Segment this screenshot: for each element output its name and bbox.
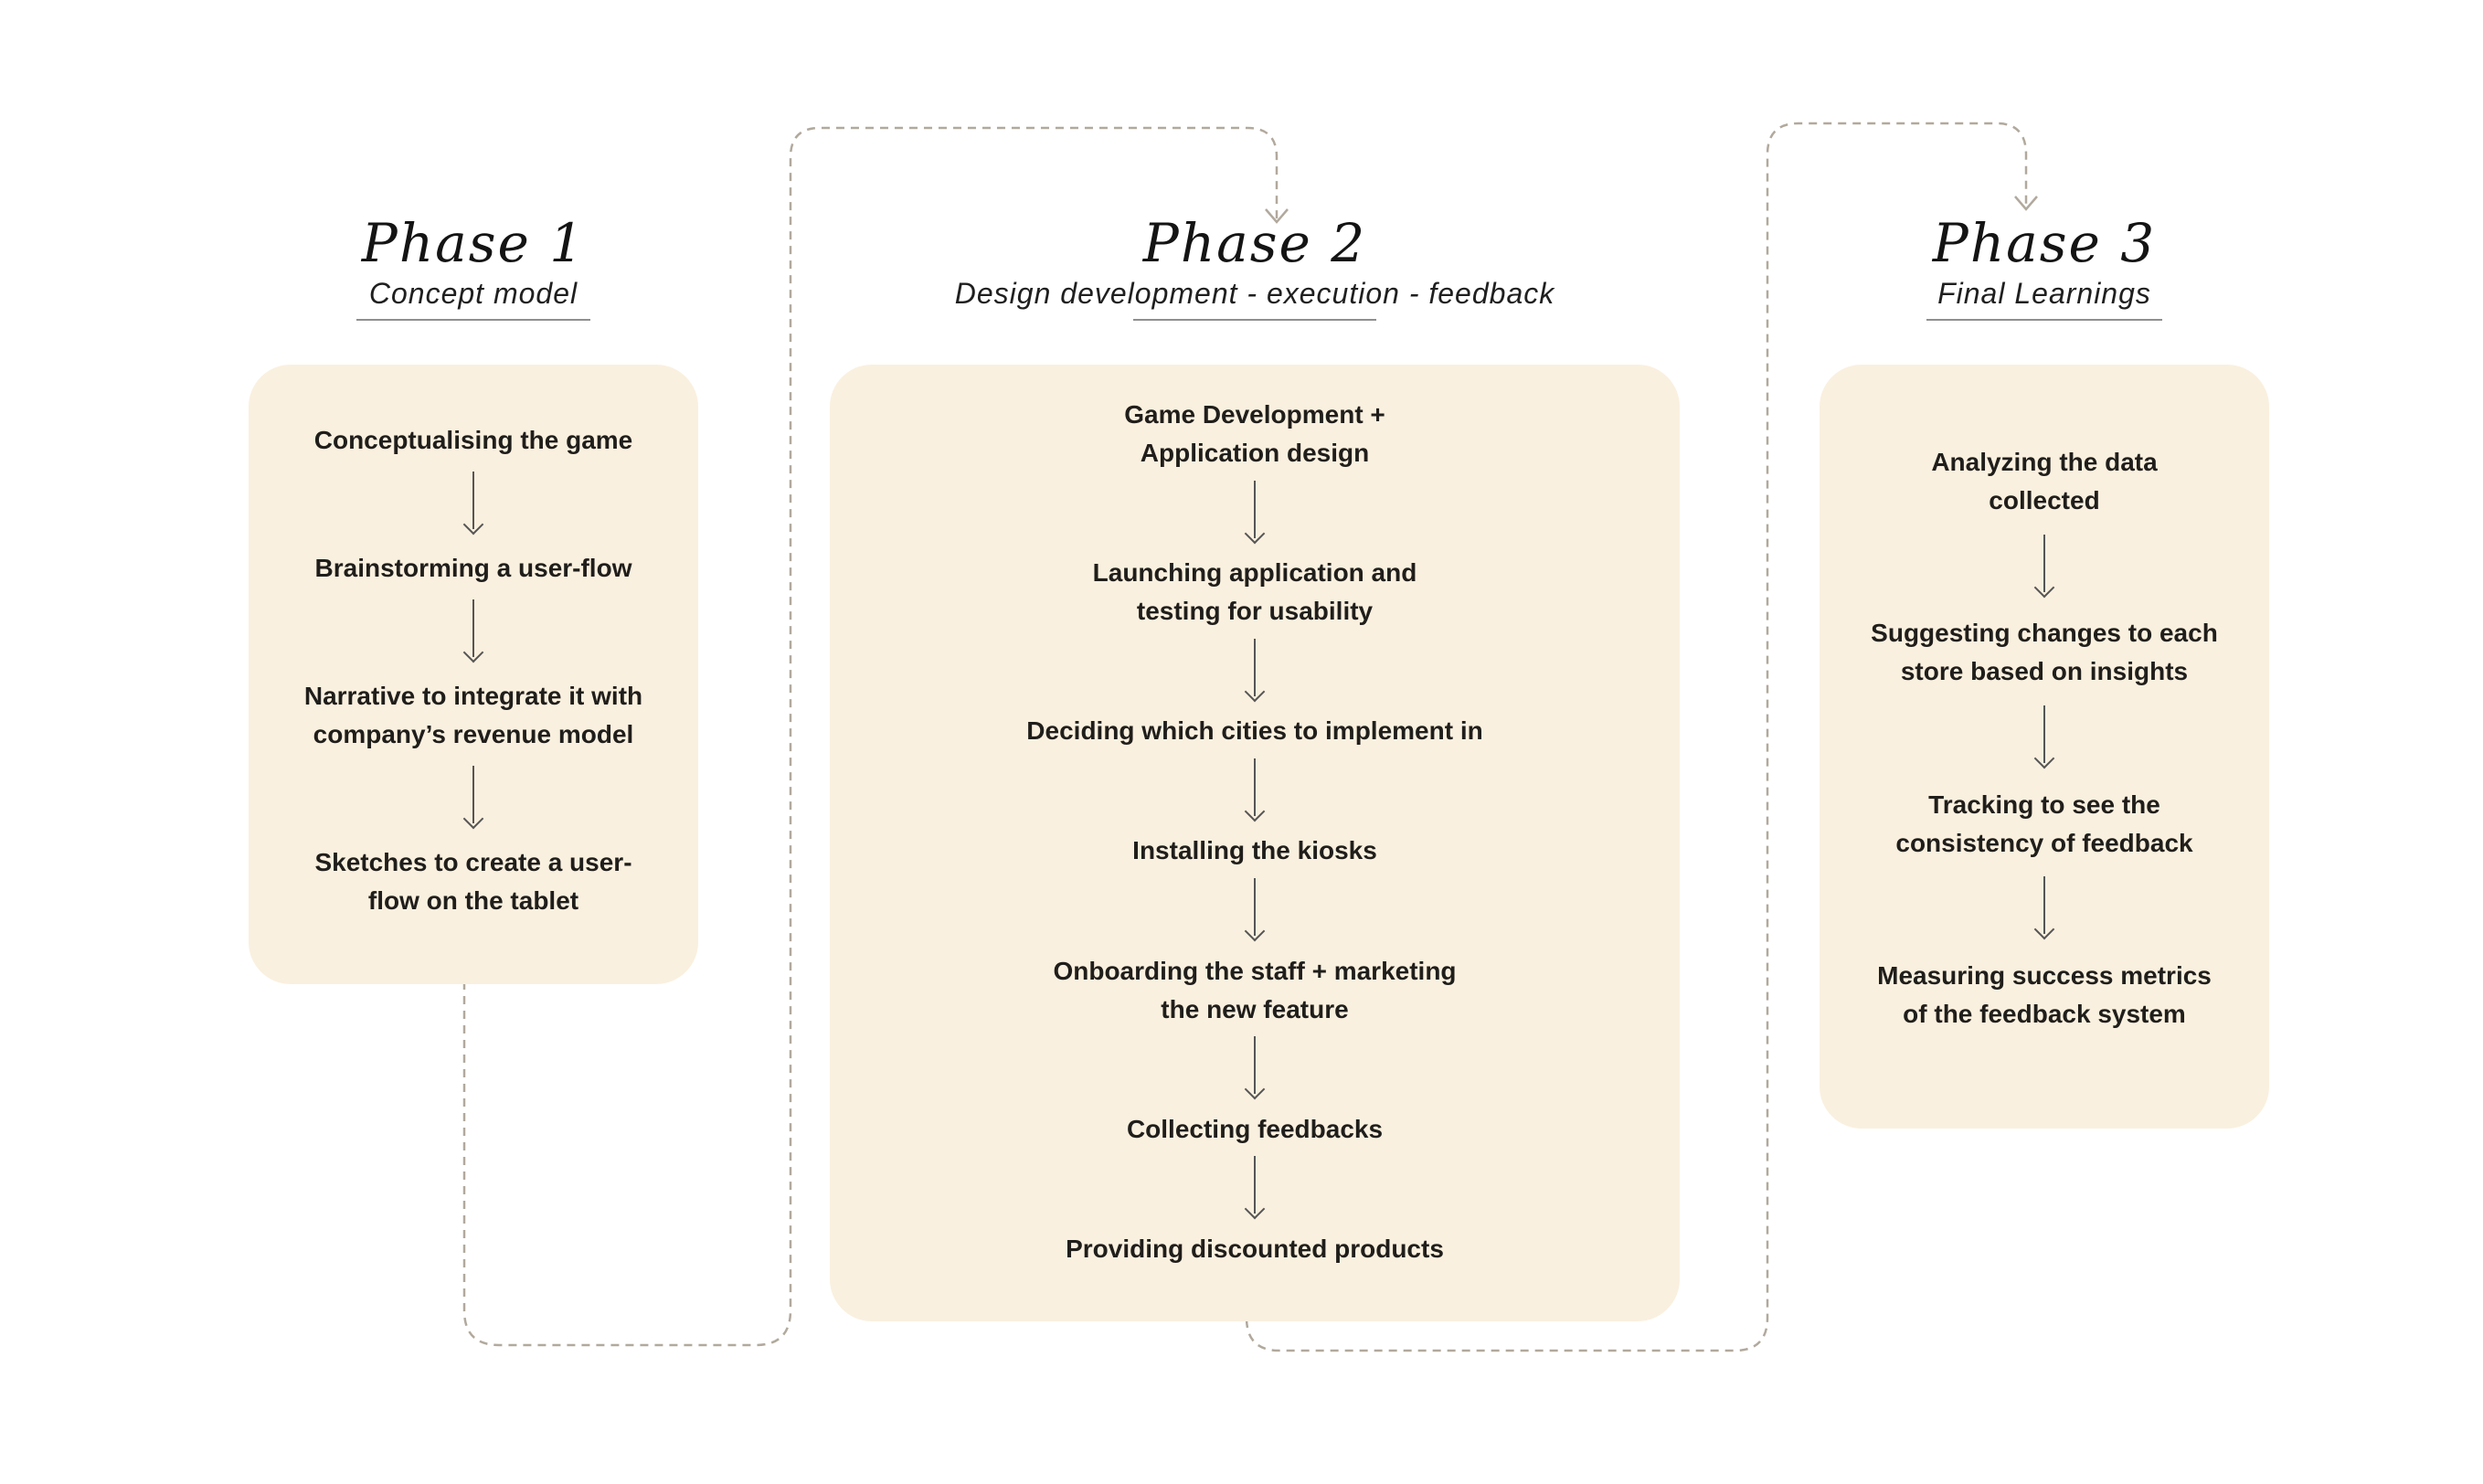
flow-step: Narrative to integrate it with company’s… <box>303 682 643 748</box>
phase-3-title: Phase 3 <box>1932 212 2157 274</box>
flow-step: Sketches to create a user- flow on the t… <box>314 848 632 915</box>
down-arrow-icon <box>1241 1156 1268 1222</box>
flow-step: Conceptualising the game <box>313 426 633 454</box>
connector-phase1-to-phase2 <box>462 126 1279 1347</box>
flow-step: Brainstorming a user-flow <box>314 554 632 582</box>
flow-step: Onboarding the staff + marketing the new… <box>1053 956 1457 1023</box>
flow-step: Launching application and testing for us… <box>1092 558 1417 626</box>
phase-3-subtitle: Final Learnings <box>1937 276 2151 310</box>
down-arrow-icon <box>1241 1036 1268 1102</box>
phase-1-box: Conceptualising the game Brainstorming a… <box>249 365 698 984</box>
flow-step: Tracking to see the consistency of feedb… <box>1895 790 2193 857</box>
flow-step: Installing the kiosks <box>1132 836 1377 865</box>
phase-2-subtitle: Design development - execution - feedbac… <box>954 276 1555 310</box>
phase-2-underline <box>1133 318 1376 321</box>
flow-step: Deciding which cities to implement in <box>1026 716 1483 746</box>
down-arrow-icon <box>460 599 487 665</box>
down-arrow-icon <box>2031 876 2058 942</box>
down-arrow-icon <box>1241 638 1268 705</box>
phase-2-box: Game Development + Application design La… <box>830 365 1680 1321</box>
flow-step: Analyzing the data collected <box>1931 448 2158 514</box>
phase-3-header: Phase 3 Final Learnings <box>1820 216 2269 321</box>
down-arrow-icon <box>460 766 487 832</box>
flow-step: Suggesting changes to each store based o… <box>1871 619 2218 686</box>
phase-1-header: Phase 1 Concept model <box>249 216 698 321</box>
phase-1-title: Phase 1 <box>361 212 586 274</box>
flow-step: Collecting feedbacks <box>1126 1114 1384 1143</box>
phase-1-subtitle: Concept model <box>368 276 578 310</box>
phase-3-underline <box>1926 318 2162 321</box>
phase-2-header: Phase 2 Design development - execution -… <box>830 216 1680 321</box>
flow-step: Providing discounted products <box>1066 1234 1444 1263</box>
connector-phase2-to-phase3 <box>1245 122 2028 1352</box>
down-arrow-icon <box>1241 878 1268 944</box>
phase-1-underline <box>356 318 590 321</box>
down-arrow-icon <box>460 472 487 537</box>
phase-2-title: Phase 2 <box>1142 212 1367 274</box>
connector-arrowhead-phase2-icon <box>1265 208 1289 224</box>
down-arrow-icon <box>1241 480 1268 546</box>
down-arrow-icon <box>1241 758 1268 824</box>
flow-step: Game Development + Application design <box>1124 400 1385 467</box>
phase-3-box: Analyzing the data collected Suggesting … <box>1820 365 2269 1129</box>
flow-step: Measuring success metrics of the feedbac… <box>1877 960 2212 1028</box>
down-arrow-icon <box>2031 705 2058 771</box>
connector-arrowhead-phase3-icon <box>2014 196 2038 211</box>
down-arrow-icon <box>2031 534 2058 600</box>
